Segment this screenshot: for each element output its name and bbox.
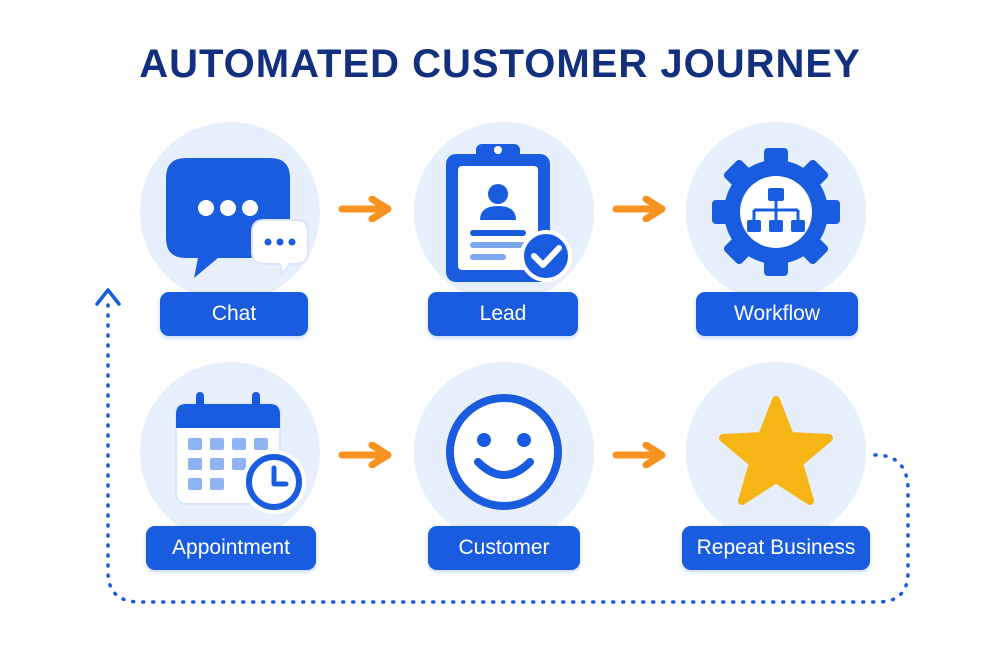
step-repeat-business-label: Repeat Business: [682, 526, 870, 570]
step-appointment-label: Appointment: [146, 526, 316, 570]
step-chat-label: Chat: [160, 292, 308, 336]
step-customer-label: Customer: [428, 526, 580, 570]
page-title: AUTOMATED CUSTOMER JOURNEY: [139, 42, 861, 86]
calendar-clock-icon: [175, 392, 306, 514]
arrow-right-icon: [612, 442, 666, 468]
arrow-right-icon: [612, 196, 666, 222]
clipboard-lead-icon: [446, 144, 572, 282]
gear-workflow-icon: [712, 148, 840, 276]
smiley-face-icon: [446, 394, 562, 510]
star-icon: [719, 396, 833, 505]
arrow-right-icon: [338, 196, 392, 222]
step-lead-label: Lead: [428, 292, 578, 336]
step-workflow-label: Workflow: [696, 292, 858, 336]
arrow-right-icon: [338, 442, 392, 468]
chat-bubble-icon: [166, 158, 309, 278]
